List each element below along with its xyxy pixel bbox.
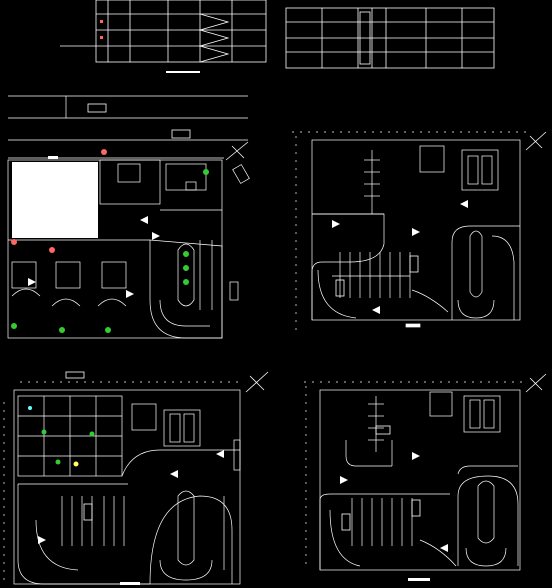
- tree-icon: [183, 251, 189, 257]
- ground-floor-plan-features: [28, 371, 269, 585]
- parking-plan-lower-right-features: [341, 373, 547, 581]
- car-icon: [171, 129, 191, 139]
- north-arrow-icon: [225, 141, 249, 161]
- car-icon: [409, 255, 419, 273]
- parking-plan-upper-right: [292, 131, 532, 330]
- site-plan-features: [11, 103, 249, 333]
- elevation-section-left: [60, 0, 267, 73]
- north-arrow-icon: [245, 371, 269, 393]
- car-icon: [375, 425, 391, 435]
- tree-icon: [11, 239, 17, 245]
- car-icon: [87, 103, 107, 113]
- site-plan: [7, 95, 250, 339]
- tree-icon: [203, 169, 209, 175]
- tree-icon: [49, 247, 55, 253]
- tree-icon: [41, 429, 47, 435]
- tree-icon: [101, 149, 107, 155]
- ground-floor-plan: [3, 381, 241, 585]
- elevation-label-left: [100, 20, 103, 39]
- tree-icon: [183, 265, 189, 271]
- north-arrow-icon: [525, 373, 547, 393]
- elevation-section-right: [285, 7, 495, 69]
- tree-icon: [183, 279, 189, 285]
- car-icon: [83, 503, 93, 521]
- car-icon: [411, 499, 421, 517]
- arrow-icon: [28, 200, 468, 552]
- parking-plan-lower-right: [304, 381, 524, 571]
- north-arrow-icon: [525, 131, 547, 151]
- tree-icon: [55, 459, 61, 465]
- tree-icon: [59, 327, 65, 333]
- car-icon: [341, 513, 351, 531]
- car-icon: [335, 279, 345, 297]
- tree-icon: [105, 327, 111, 333]
- parking-plan-upper-right-features: [335, 131, 547, 297]
- tree-icon: [11, 323, 17, 329]
- tree-icon: [89, 431, 95, 437]
